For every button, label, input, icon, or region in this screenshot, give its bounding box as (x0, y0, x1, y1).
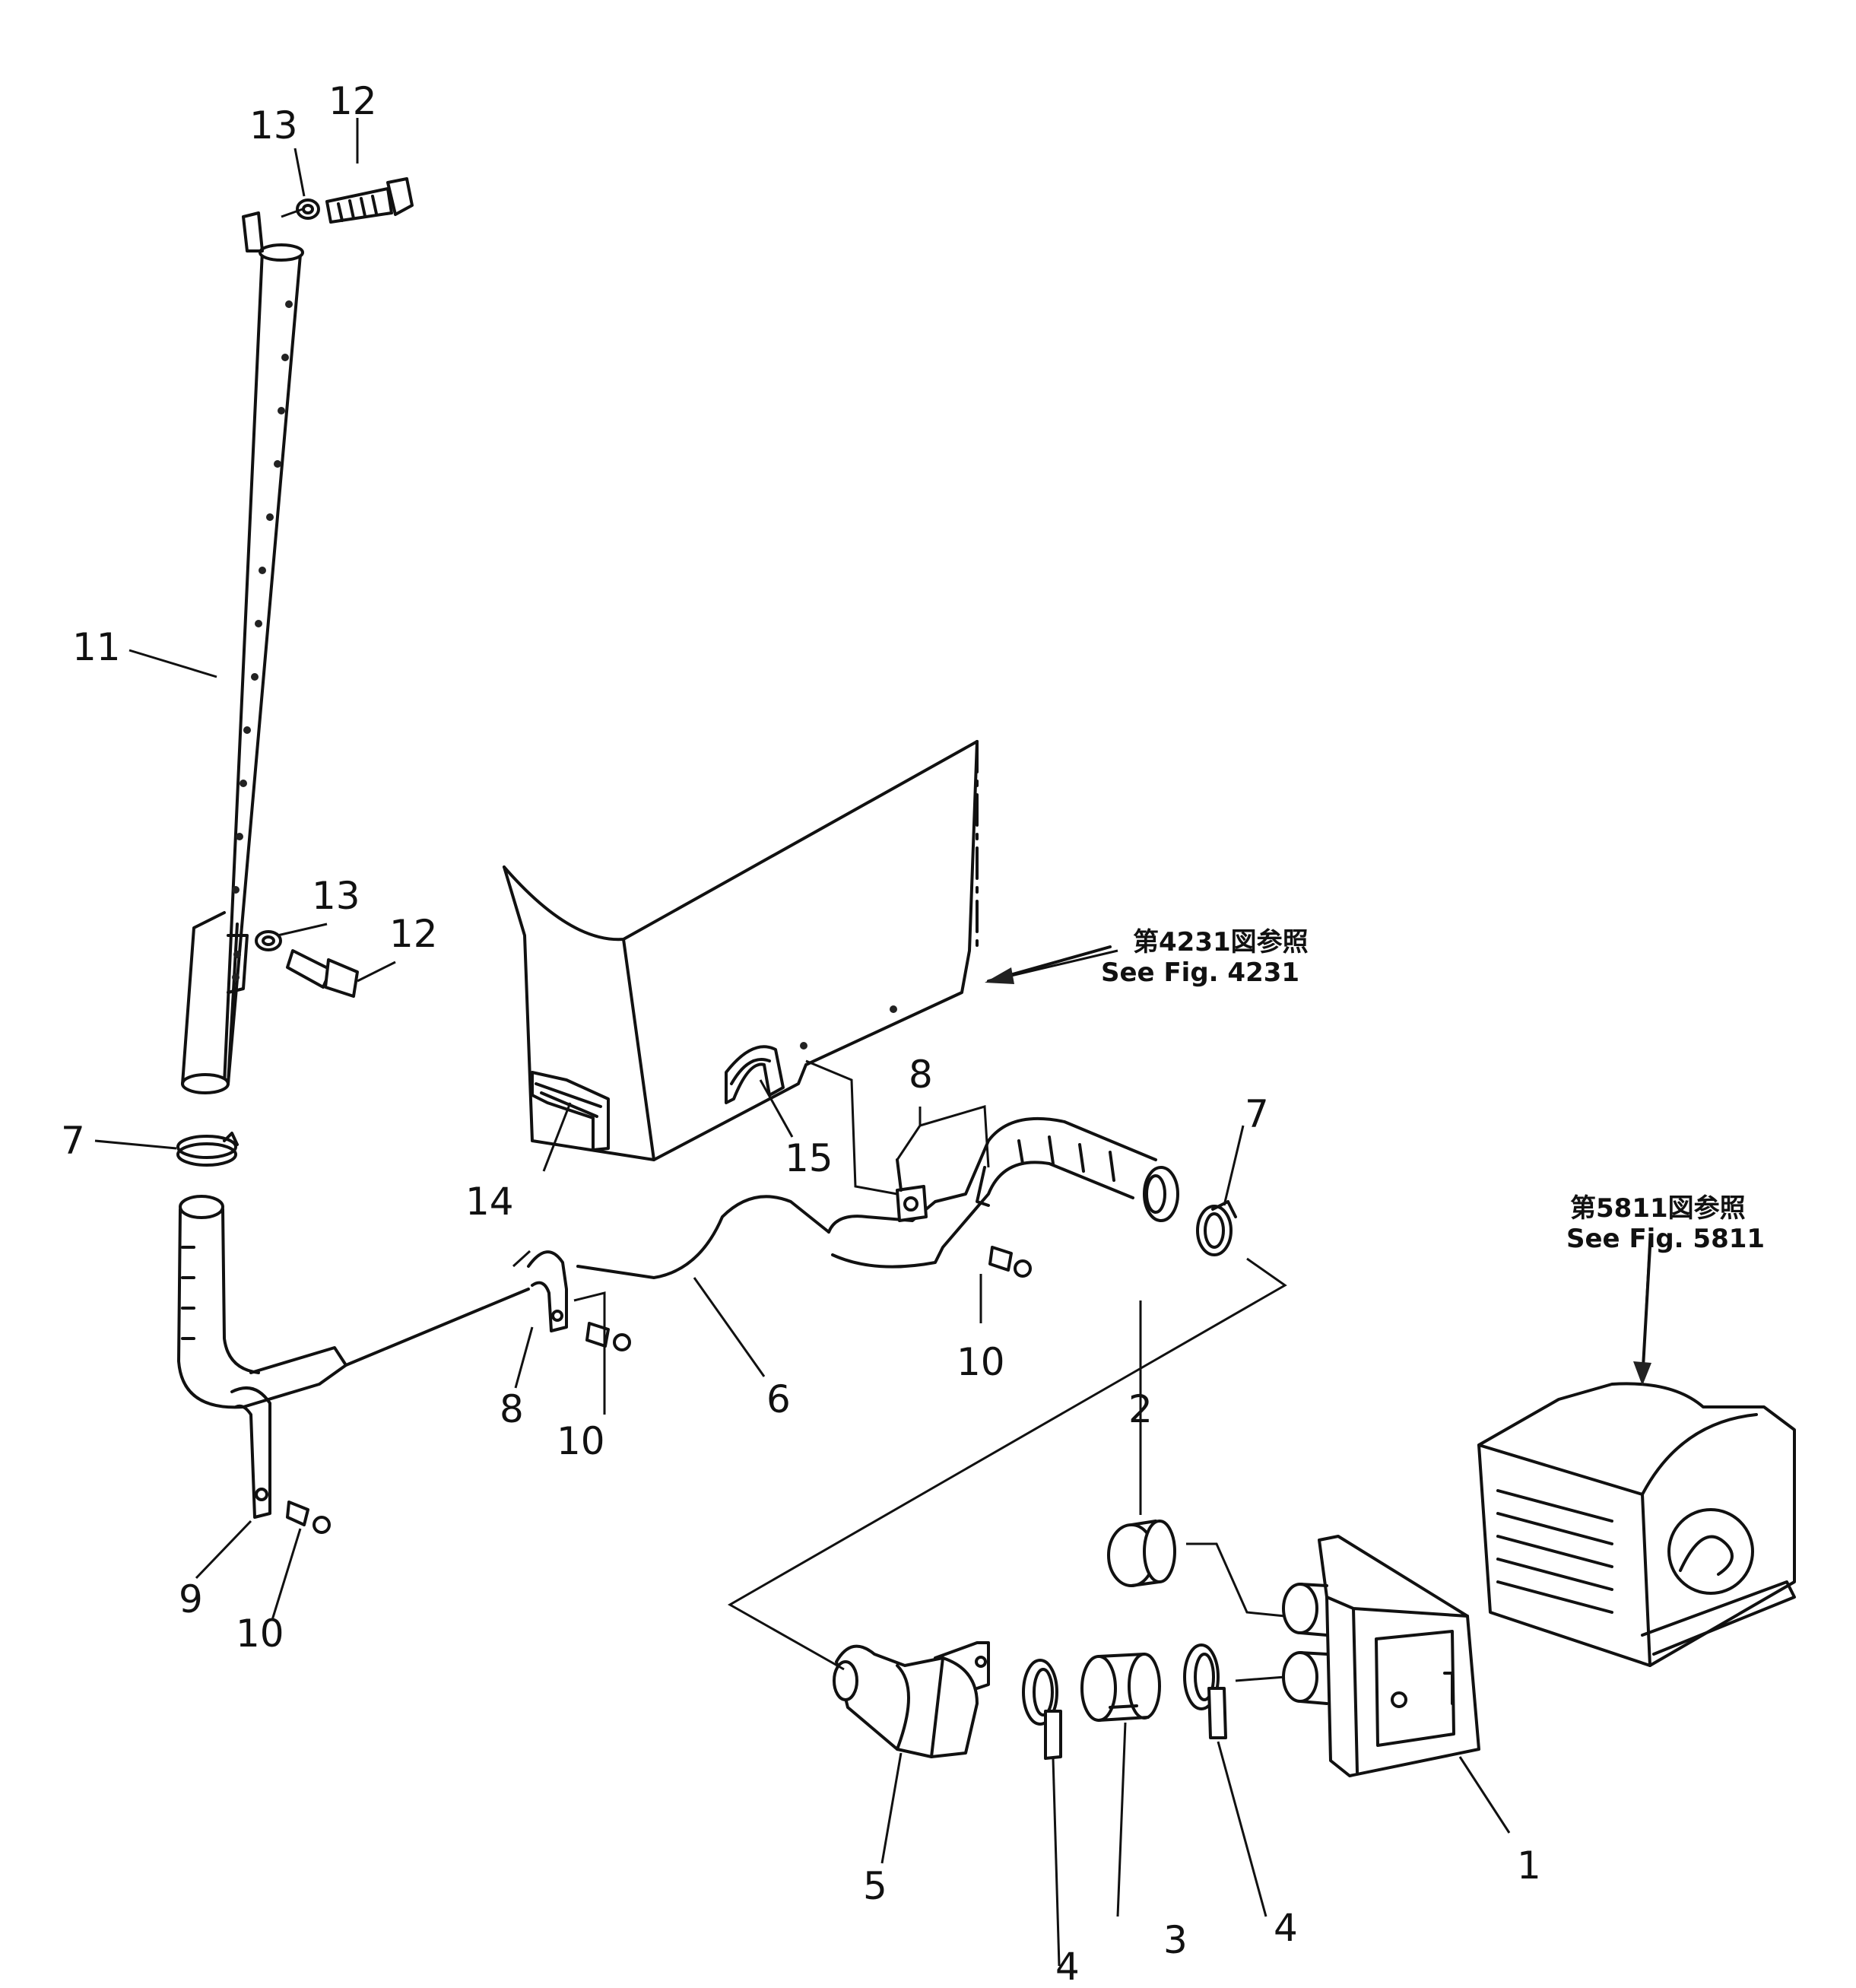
part-15-grommet (725, 1045, 785, 1104)
callout-10-left: 10 (236, 1612, 284, 1656)
callout-12-top: 12 (328, 79, 377, 123)
part-13-washer-mid (255, 930, 282, 951)
part-7-clamp-right (1196, 1200, 1237, 1256)
callout-4-left: 4 (1055, 1945, 1080, 1988)
part-6-pipe (344, 1195, 830, 1367)
callout-3: 3 (1163, 1918, 1188, 1962)
hose-lower-left (177, 1195, 347, 1409)
ref-4231-en: See Fig. 4231 (1101, 957, 1299, 988)
part-2-sleeve (1107, 1520, 1176, 1587)
callout-12-mid: 12 (389, 912, 438, 956)
callout-1: 1 (1517, 1844, 1541, 1888)
hose-right (827, 1116, 1179, 1269)
ref-5811-jp: 第5811図参照 (1570, 1193, 1746, 1224)
part-12-bolt-mid (286, 949, 359, 998)
leader-lines (94, 118, 1651, 1967)
callout-10-mid: 10 (557, 1419, 605, 1463)
part-13-washer-top (296, 198, 320, 220)
ref-5811-en: See Fig. 5811 (1566, 1224, 1765, 1254)
callout-10-right: 10 (957, 1340, 1005, 1384)
callout-15: 15 (785, 1136, 833, 1180)
callout-4-right: 4 (1274, 1906, 1298, 1950)
ref-4231-jp: 第4231図参照 (1133, 927, 1309, 957)
part-11-pipe (181, 211, 304, 1094)
part-10-bolt-a (286, 1501, 331, 1534)
part-4-clamp-a (1022, 1659, 1062, 1760)
blower-fig-5811 (1477, 1382, 1796, 1667)
part-1-heater (1318, 1535, 1480, 1777)
callout-7-left: 7 (61, 1119, 85, 1163)
callout-5: 5 (863, 1864, 887, 1908)
part-9-clamp (230, 1386, 271, 1519)
part-14-grommet (531, 1071, 610, 1151)
callout-2: 2 (1128, 1387, 1153, 1431)
callout-9: 9 (179, 1577, 203, 1621)
part-4-clamp-b (1183, 1643, 1227, 1739)
callout-labels: 11 12 13 13 12 7 14 15 8 7 10 8 10 6 9 1… (61, 79, 1541, 1988)
part-10-bolt-c (988, 1246, 1032, 1278)
heater-ports (1282, 1583, 1328, 1705)
callout-8-mid: 8 (500, 1387, 524, 1431)
part-7-clamp-left (176, 1132, 239, 1167)
part-8-clamp-right (896, 1158, 990, 1222)
callout-8-right: 8 (909, 1053, 933, 1097)
part-10-bolt-b (585, 1322, 631, 1351)
callout-6: 6 (766, 1377, 791, 1421)
panel-fig-4231 (503, 740, 979, 1161)
reference-arrows (985, 945, 1651, 1386)
part-12-bolt-top (325, 177, 414, 224)
callout-13-top: 13 (249, 103, 298, 148)
callout-11: 11 (72, 625, 121, 669)
part-3-hose (1080, 1653, 1161, 1722)
callout-7-right: 7 (1245, 1092, 1269, 1136)
reference-notes: 第4231図参照 See Fig. 4231 第5811図参照 See Fig.… (1101, 927, 1765, 1254)
part-8-clamp-mid (527, 1250, 568, 1332)
callout-14: 14 (465, 1180, 514, 1224)
part-5-elbow (833, 1641, 990, 1758)
callout-13-mid: 13 (312, 874, 360, 918)
